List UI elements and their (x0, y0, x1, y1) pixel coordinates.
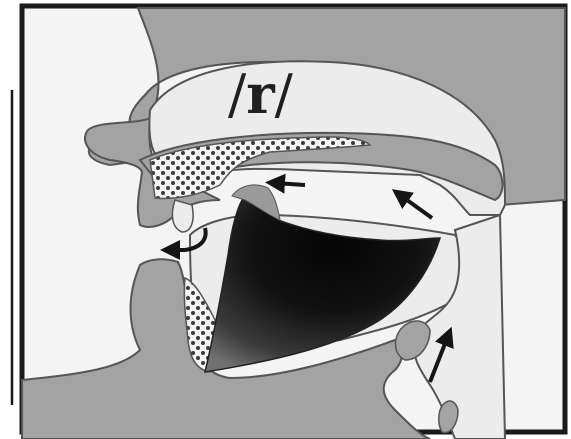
upper-teeth (172, 200, 193, 232)
airflow-arrow (275, 183, 305, 185)
phoneme-slash-open: / (228, 63, 247, 126)
phoneme-slash-close: / (275, 63, 294, 126)
phoneme-label: /r/ (228, 62, 294, 126)
phoneme-letter: r (246, 62, 275, 126)
